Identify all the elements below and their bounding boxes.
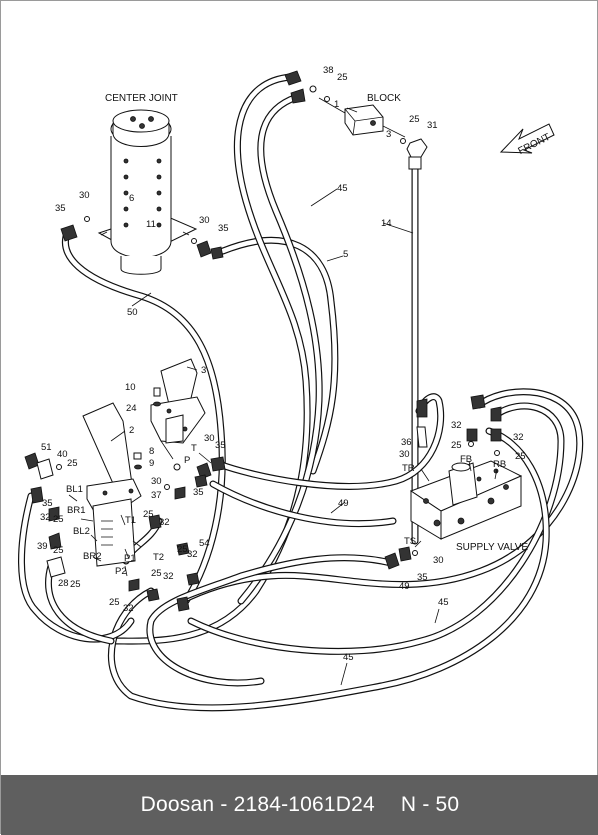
center-joint [97,109,198,275]
callout-30: 30 [433,555,444,566]
port-bl2: BL2 [73,526,90,537]
footer-part-number: 2184-1061D24 [233,793,375,816]
port-t: T [191,443,197,454]
port-ts: TS [404,536,416,547]
callout-54: 54 [199,538,210,549]
callout-45: 45 [337,183,348,194]
callout-5: 5 [343,249,348,260]
callout-25: 25 [515,451,526,462]
callout-35: 35 [218,223,229,234]
callout-30: 30 [204,433,215,444]
callout-10: 10 [125,382,136,393]
block-label: BLOCK [367,93,401,104]
callout-45: 45 [438,597,449,608]
port-t2: T2 [153,552,164,563]
callout-3: 3 [201,365,206,376]
callout-30: 30 [199,215,210,226]
port-p1: P1 [124,553,136,564]
port-tr: TR [402,463,415,474]
callout-30: 30 [79,190,90,201]
callout-2: 2 [129,425,134,436]
callout-35: 35 [42,498,53,509]
callout-36: 36 [401,437,412,448]
callout-32: 32 [163,571,174,582]
port-fb: FB [460,454,472,465]
callout-50: 50 [127,307,138,318]
footer-brand: Doosan [140,793,215,816]
callout-32: 32 [451,420,462,431]
callout-49: 49 [399,581,410,592]
callout-39: 39 [37,541,48,552]
callout-28: 28 [58,578,69,589]
fittings [24,70,502,612]
callout-35: 35 [193,487,204,498]
labels: CENTER JOINT BLOCK FRONT SUPPLY VALVE FB… [37,65,552,663]
callout-24: 24 [126,403,137,414]
block [318,97,428,170]
callout-51: 51 [41,442,52,453]
callout-31: 31 [427,120,438,131]
footer-page: N - 50 [400,793,460,816]
callout-32: 32 [513,432,524,443]
callout-32: 32 [159,517,170,528]
callout-9: 9 [149,458,154,469]
callout-32: 32 [40,512,51,523]
callout-35: 35 [215,440,226,451]
footer-dash: - [220,793,228,816]
callout-38: 38 [323,65,334,76]
callout-25: 25 [337,72,348,83]
callout-49: 49 [338,498,349,509]
callout-3: 3 [386,129,391,140]
callout-25: 25 [70,579,81,590]
callout-30: 30 [399,449,410,460]
pedal-valve [82,358,206,567]
callout-14: 14 [381,218,392,229]
leader-lines [68,107,498,686]
callout-35: 35 [55,203,66,214]
callout-25: 25 [53,545,64,556]
callout-45: 45 [343,652,354,663]
port-bl1: BL1 [66,484,83,495]
callout-37: 37 [151,490,162,501]
callout-25: 25 [177,544,188,555]
callout-32: 32 [187,549,198,560]
callout-25: 25 [109,597,120,608]
hoses [18,73,584,712]
footer-bar: Doosan - 2184-1061D24 N - 50 [1,775,598,835]
supply-valve-label: SUPPLY VALVE [456,542,528,553]
callout-32: 32 [123,603,134,614]
hydraulic-diagram: CENTER JOINT BLOCK FRONT SUPPLY VALVE FB… [18,65,584,712]
callout-25: 25 [53,514,64,525]
port-br1: BR1 [67,505,85,516]
port-br2: BR2 [83,551,101,562]
port-p2: P2 [115,566,127,577]
hose-45-top-b [237,93,323,605]
port-rb: RB [493,459,506,470]
callout-8: 8 [149,446,154,457]
callout-1: 1 [334,99,339,110]
callout-25: 25 [409,114,420,125]
callout-6: 6 [129,193,134,204]
callout-35: 35 [417,572,428,583]
callout-11: 11 [146,219,156,230]
front-arrow [499,123,555,154]
callout-25: 25 [67,458,78,469]
port-p: P [184,455,190,466]
port-t1: T1 [125,515,136,526]
callout-25: 25 [143,509,154,520]
callout-25: 25 [451,440,462,451]
supply-valve [409,460,523,540]
callout-40: 40 [57,449,68,460]
callout-30: 30 [151,476,162,487]
center-joint-label: CENTER JOINT [105,93,178,104]
callout-25: 25 [151,568,162,579]
